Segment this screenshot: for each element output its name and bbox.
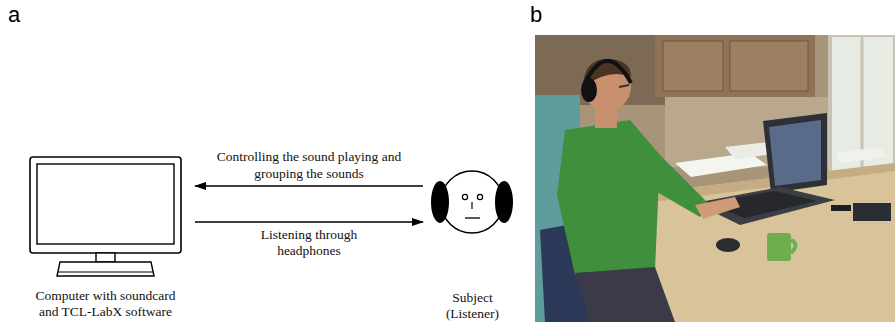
edge-label: Controlling the sound playing and groupi… xyxy=(212,149,407,182)
lab-photo xyxy=(535,35,895,322)
panel-letter: b xyxy=(530,4,542,26)
arrow-connector xyxy=(195,221,423,222)
listener-node: Subject (Listener) xyxy=(425,158,520,320)
panel-letter: a xyxy=(8,4,20,26)
node-caption: Subject (Listener) xyxy=(433,290,513,322)
edge-label: Listening through headphones xyxy=(244,227,374,260)
arrow-connector xyxy=(195,185,423,186)
computer-icon xyxy=(18,155,193,283)
node-caption: Computer with soundcard and TCL-LabX sof… xyxy=(28,288,183,321)
computer-node: Computer with soundcard and TCL-LabX sof… xyxy=(18,155,193,320)
listener-icon xyxy=(425,158,520,250)
